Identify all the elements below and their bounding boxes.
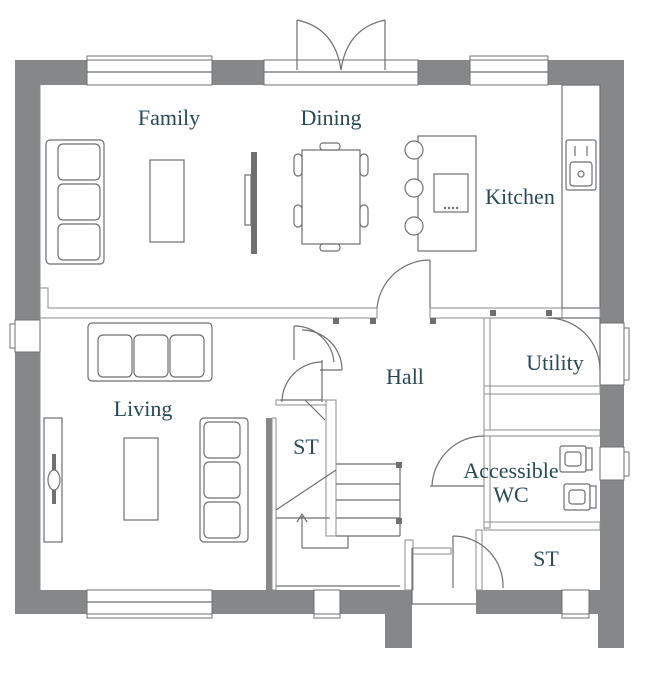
room-label-family: Family (138, 105, 200, 130)
room-label-dining: Dining (300, 105, 361, 130)
kitchen-sink (565, 139, 597, 191)
kitchen-island (404, 135, 477, 252)
outer-walls (15, 60, 624, 648)
french-doors (263, 19, 419, 86)
living-sofa-right (199, 417, 249, 543)
room-label-kitchen: Kitchen (485, 184, 555, 209)
windows (9, 55, 630, 619)
room-label-st-store: ST (533, 546, 559, 571)
dining-table (293, 142, 369, 252)
doors (280, 259, 601, 605)
room-label-wc: WC (493, 482, 528, 507)
family-sofa (45, 139, 105, 265)
family-coffee-table (149, 159, 185, 243)
room-label-living: Living (114, 396, 173, 421)
stairs (275, 462, 402, 587)
internal-walls (39, 84, 601, 591)
living-sofa-top (87, 322, 213, 382)
room-label-st-under-stairs: ST (293, 434, 319, 459)
room-label-accessible: Accessible (463, 458, 558, 483)
room-label-hall: Hall (386, 364, 424, 389)
room-label-utility: Utility (526, 350, 583, 375)
living-fireplace (43, 417, 63, 543)
family-tv-unit (244, 152, 257, 254)
wc-fixtures (559, 445, 597, 511)
living-coffee-table (123, 437, 159, 521)
